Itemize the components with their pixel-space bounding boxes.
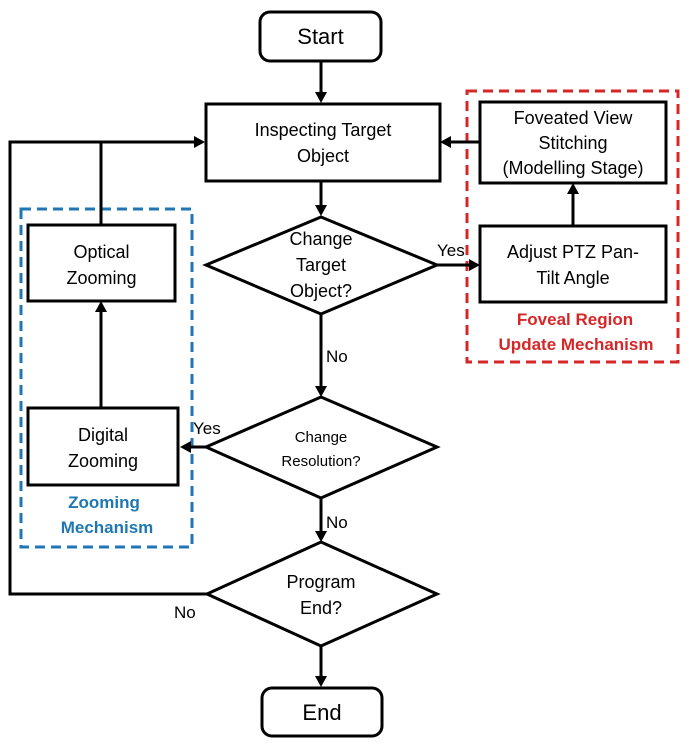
node-adjust-ptz: Adjust PTZ Pan- Tilt Angle: [478, 224, 668, 304]
edge-label-end-no: No: [174, 603, 196, 622]
edge-label-target-yes: Yes: [437, 241, 465, 260]
arrowhead: [315, 531, 327, 542]
program-end-label-2: End?: [300, 598, 342, 618]
start-label: Start: [297, 24, 343, 49]
change-target-label-1: Change: [289, 229, 352, 249]
edge-end-inspect-loop: [8, 140, 207, 596]
program-end-label-1: Program: [286, 572, 355, 592]
inspect-label-2: Object: [297, 146, 349, 166]
foveal-group-box: [465, 89, 680, 364]
edge-label-resolution-yes: Yes: [193, 419, 221, 438]
zooming-group-box: [19, 207, 194, 549]
arrowhead: [194, 136, 205, 148]
node-change-resolution: Change Resolution?: [202, 395, 441, 500]
end-label: End: [302, 700, 341, 725]
optical-label-1: Optical: [73, 242, 129, 262]
arrowhead: [315, 205, 327, 216]
node-change-target: Change Target Object?: [202, 215, 441, 316]
node-optical: Optical Zooming: [26, 223, 177, 303]
arrowhead: [440, 136, 451, 148]
change-resolution-label-2: Resolution?: [281, 453, 360, 470]
change-target-label-2: Target: [296, 255, 346, 275]
node-digital: Digital Zooming: [26, 406, 180, 487]
arrowhead: [315, 676, 327, 687]
foveal-group-title-2: Update Mechanism: [499, 335, 654, 354]
digital-label-1: Digital: [78, 425, 128, 445]
foveated-label-3: (Modelling Stage): [502, 158, 643, 178]
change-resolution-label-1: Change: [295, 429, 348, 446]
node-end: End: [260, 686, 384, 738]
node-foveated: Foveated View Stitching (Modelling Stage…: [478, 100, 668, 185]
change-target-label-3: Object?: [290, 281, 352, 301]
adjust-ptz-label-1: Adjust PTZ Pan-: [507, 242, 639, 262]
arrowhead: [180, 441, 191, 453]
arrowhead: [315, 386, 327, 397]
node-start: Start: [258, 10, 383, 63]
inspect-label-1: Inspecting Target: [255, 120, 392, 140]
arrowhead: [315, 92, 327, 103]
edge-label-target-no: No: [326, 347, 348, 366]
edge-label-resolution-no: No: [326, 513, 348, 532]
optical-label-2: Zooming: [66, 268, 136, 288]
arrowhead: [567, 183, 579, 194]
edge-optical-inspect: [99, 140, 195, 225]
arrowhead: [469, 259, 480, 271]
foveal-group-title-1: Foveal Region: [517, 310, 633, 329]
adjust-ptz-label-2: Tilt Angle: [536, 268, 609, 288]
node-inspect: Inspecting Target Object: [204, 102, 442, 183]
zooming-group-title-1: Zooming: [68, 493, 140, 512]
node-program-end: Program End?: [203, 540, 441, 648]
digital-label-2: Zooming: [68, 451, 138, 471]
arrowhead: [95, 301, 107, 312]
foveated-label-2: Stitching: [538, 133, 607, 153]
zooming-group-title-2: Mechanism: [61, 518, 154, 537]
foveated-label-1: Foveated View: [514, 108, 634, 128]
